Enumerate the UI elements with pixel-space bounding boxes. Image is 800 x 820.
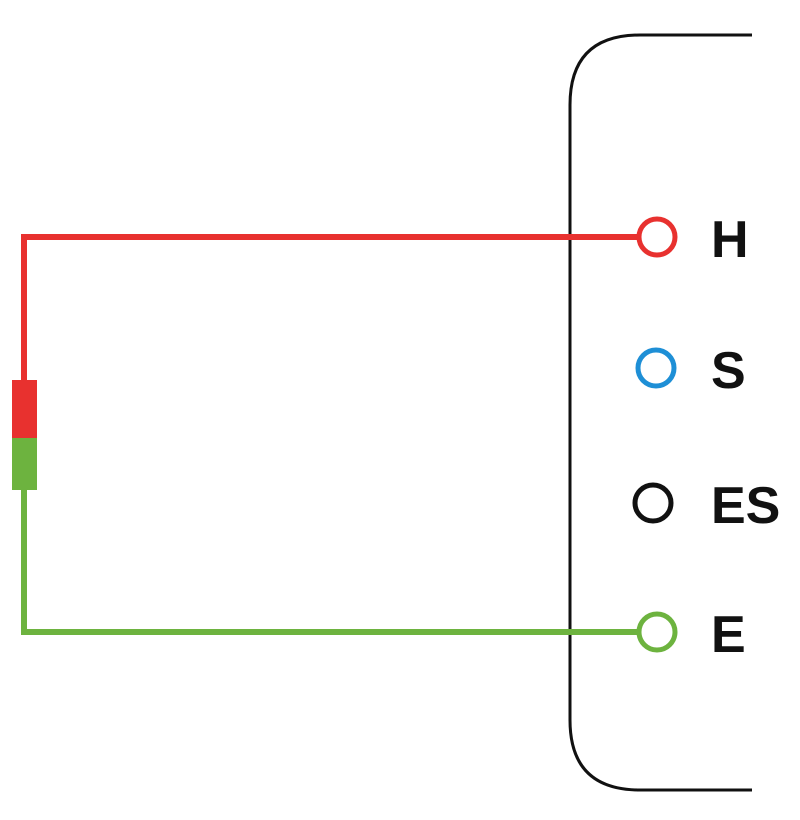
terminal-s-label: S (711, 342, 746, 400)
terminal-es (632, 482, 674, 524)
instrument-outline (568, 33, 752, 792)
terminal-e-label: E (711, 606, 746, 664)
wire-e (21, 488, 640, 635)
terminal-h (636, 216, 678, 258)
terminal-s (635, 347, 677, 389)
terminal-h-label: H (711, 211, 749, 269)
probe-upper-segment (12, 380, 37, 438)
terminal-e (636, 611, 678, 653)
probe-lower-segment (12, 438, 37, 490)
terminal-es-label: ES (711, 477, 780, 535)
wire-h (21, 234, 640, 382)
